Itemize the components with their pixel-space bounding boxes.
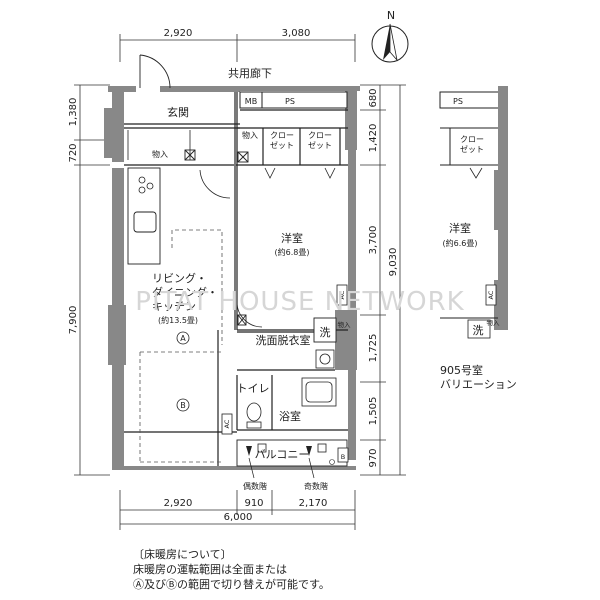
dimension-lines — [74, 34, 406, 530]
dim-top-2: 3,080 — [282, 28, 311, 39]
ps-box — [261, 91, 348, 109]
dim-bottom-3: 2,170 — [299, 498, 328, 509]
bedroom-label: 洋室 — [281, 231, 303, 245]
bedroom-size: (約6.8畳) — [275, 247, 310, 257]
dim-bottom-1: 2,920 — [164, 498, 193, 509]
closet-2-line1: クロー — [308, 131, 332, 140]
outer-walls — [104, 86, 360, 470]
dim-top-1: 2,920 — [164, 28, 193, 39]
dim-right-1: 680 — [368, 88, 379, 107]
stove-icon — [138, 176, 154, 194]
dim-left-1: 1,380 — [68, 98, 79, 127]
washbasin-icon — [315, 349, 335, 369]
interior-walls — [124, 92, 348, 466]
mb-label: MB — [245, 97, 257, 106]
toilet-label: トイレ — [237, 382, 270, 395]
b-mark-label: B — [341, 453, 345, 461]
floor-heating-note-line1: 床暖房の運転範囲は全面または — [133, 563, 287, 576]
variation-ac-label: AC — [487, 290, 495, 299]
ac-1-label: AC — [338, 290, 346, 299]
shaft-marks — [184, 149, 249, 326]
washroom-label: 洗面脱衣室 — [256, 333, 311, 347]
ldk-label-line2: ダイニング・ — [152, 285, 218, 299]
variation-storage-label: 物入 — [487, 318, 501, 327]
entrance-door-icon — [139, 54, 171, 89]
variation-washer-label: 洗 — [473, 324, 484, 337]
variation-caption-line1: 905号室 — [440, 363, 483, 377]
even-floor-label: 偶数階 — [243, 481, 267, 491]
floor-heating-zones — [139, 229, 223, 463]
dim-right-6: 970 — [368, 448, 379, 467]
ac-unit-2 — [221, 413, 233, 435]
bathtub-icon — [301, 377, 337, 407]
north-arrow-icon — [371, 23, 409, 63]
variation-room-label: 洋室 — [449, 221, 471, 235]
evacuation-hatch-icons — [246, 443, 335, 465]
variation-room-size: (約6.6畳) — [443, 238, 478, 248]
entrance-label: 玄関 — [167, 105, 189, 119]
ac-2-label: AC — [223, 419, 231, 428]
closet-2-line2: ゼット — [308, 140, 332, 150]
balcony-label: バルコニー — [255, 448, 310, 461]
dim-right-4: 1,725 — [368, 334, 379, 363]
closet-1-line2: ゼット — [270, 140, 294, 150]
variation-caption-line2: バリエーション — [440, 378, 517, 391]
ldk-label-line3: キッチン — [152, 300, 196, 313]
toilet-icon — [246, 402, 262, 429]
ldk-label-line1: リビング・ — [152, 271, 207, 285]
dim-right-3: 3,700 — [368, 226, 379, 255]
north-label: N — [387, 9, 395, 22]
variation-ps-label: PS — [453, 97, 463, 106]
ldk-door-icon — [199, 169, 231, 199]
zone-a-label: A — [180, 334, 186, 343]
ps-label: PS — [285, 97, 295, 106]
variation-closet-line1: クロー — [460, 135, 484, 144]
bedroom-door-icon — [236, 301, 263, 328]
variation-closet-line2: ゼット — [460, 144, 484, 154]
closet-doors — [264, 167, 336, 179]
floor-heating-note-line2: Ⓐ及びⒷの範囲で切り替えが可能です。 — [133, 578, 330, 591]
ac-unit-1 — [336, 284, 348, 306]
b-box — [337, 447, 349, 463]
variation-plan — [439, 86, 508, 339]
odd-floor-label: 奇数階 — [304, 481, 328, 491]
washer-label: 洗 — [320, 326, 331, 339]
dim-bottom-total: 6,000 — [224, 512, 253, 523]
zone-a-marker — [176, 331, 190, 345]
washer-box — [313, 317, 337, 343]
dim-right-total: 9,030 — [388, 248, 399, 277]
dim-right-5: 1,505 — [368, 397, 379, 426]
bath-label: 浴室 — [279, 409, 301, 423]
dim-right-2: 1,420 — [368, 124, 379, 153]
floor-heating-note-heading: 〔床暖房について〕 — [133, 548, 232, 561]
zone-b-label: B — [180, 401, 186, 410]
dim-left-2: 720 — [68, 143, 79, 162]
storage-2-label: 物入 — [338, 320, 352, 329]
corridor-label: 共用廊下 — [228, 66, 272, 80]
kitchen-counter — [127, 167, 161, 265]
zone-b-marker — [176, 398, 190, 412]
ldk-size: (約13.5畳) — [158, 315, 198, 325]
closet-1-line1: クロー — [270, 131, 294, 140]
floor-pointer-lines — [248, 457, 315, 479]
watermark: PITAT HOUSE NETWORK — [135, 287, 464, 317]
dim-left-3: 7,900 — [68, 306, 79, 335]
dim-bottom-2: 910 — [244, 498, 263, 509]
storage-1-label: 物入 — [242, 130, 258, 140]
storage-entry-label: 物入 — [152, 149, 168, 159]
